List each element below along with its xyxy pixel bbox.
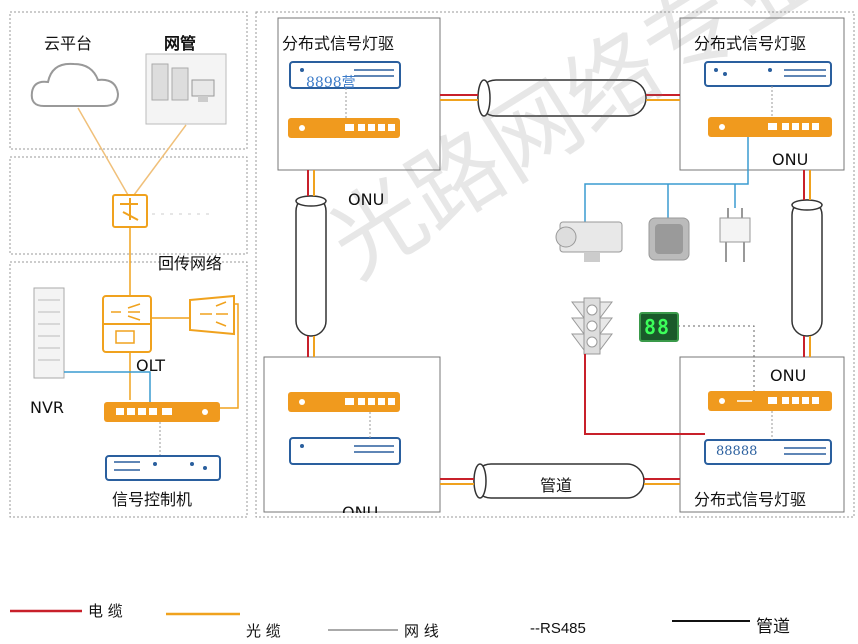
legend-optical-label: 光 缆 <box>246 622 281 640</box>
backhaul-switch-icon <box>112 194 148 228</box>
cloud-icon <box>30 62 120 107</box>
camera-icon <box>555 221 623 262</box>
countdown-digits: 88 <box>644 315 671 339</box>
onu-left-label: ONU <box>348 190 385 209</box>
driver-box-bottom-right <box>679 356 845 513</box>
tr-onu-label: ONU <box>772 150 809 169</box>
backhaul-region <box>9 156 248 255</box>
signal-controller-device <box>105 455 221 481</box>
pipe-right <box>791 199 823 337</box>
br-onu-label: ONU <box>770 366 807 385</box>
tl-blue-device <box>289 61 401 89</box>
pipe-left <box>295 195 327 337</box>
legend-network-label: 网 线 <box>404 622 439 640</box>
pipe-bottom-label: 管道 <box>540 476 573 495</box>
nms-label: 网管 <box>164 34 197 53</box>
splitter-device <box>189 294 235 336</box>
tr-blue-device <box>704 61 832 87</box>
br-orange-device <box>708 391 832 411</box>
olt-label: OLT <box>136 356 166 375</box>
countdown-display <box>639 312 679 342</box>
legend-power-label: 电 缆 <box>88 602 123 620</box>
control-region <box>9 261 248 518</box>
nvr-label: NVR <box>30 398 65 417</box>
br-box-title: 分布式信号灯驱 <box>694 490 807 509</box>
radar-icon <box>648 217 690 261</box>
traffic-light-icon <box>571 297 613 355</box>
driver-box-top-left <box>277 17 441 171</box>
bl-orange-device <box>288 392 400 412</box>
br-device-text: 88888 <box>716 444 758 459</box>
pipe-bottom <box>473 463 645 499</box>
nms-icon <box>145 53 227 125</box>
left-orange-switch <box>104 402 220 422</box>
detector-icon <box>719 208 751 262</box>
nvr-icon <box>33 287 65 379</box>
cloud-platform-label: 云平台 <box>44 34 93 53</box>
backhaul-label: 回传网络 <box>158 254 223 273</box>
tr-orange-device <box>708 117 832 137</box>
tl-device-text: 8898营 <box>306 75 356 91</box>
pipe-top <box>477 79 647 117</box>
legend-rs485-label: --RS485 <box>530 620 586 637</box>
bl-blue-device <box>289 437 401 465</box>
tr-box-title: 分布式信号灯驱 <box>694 34 807 53</box>
tl-orange-device <box>288 118 400 138</box>
field-region <box>255 11 855 518</box>
controller-label: 信号控制机 <box>112 490 193 509</box>
tl-box-title: 分布式信号灯驱 <box>282 34 395 53</box>
driver-box-bottom-left <box>263 356 441 513</box>
legend-pipe-label: 管道 <box>756 617 790 637</box>
driver-box-top-right <box>679 17 845 171</box>
br-blue-device <box>704 439 832 465</box>
cloud-region <box>9 11 248 150</box>
bl-onu-partial: ONU <box>342 503 379 513</box>
olt-device <box>102 295 152 353</box>
